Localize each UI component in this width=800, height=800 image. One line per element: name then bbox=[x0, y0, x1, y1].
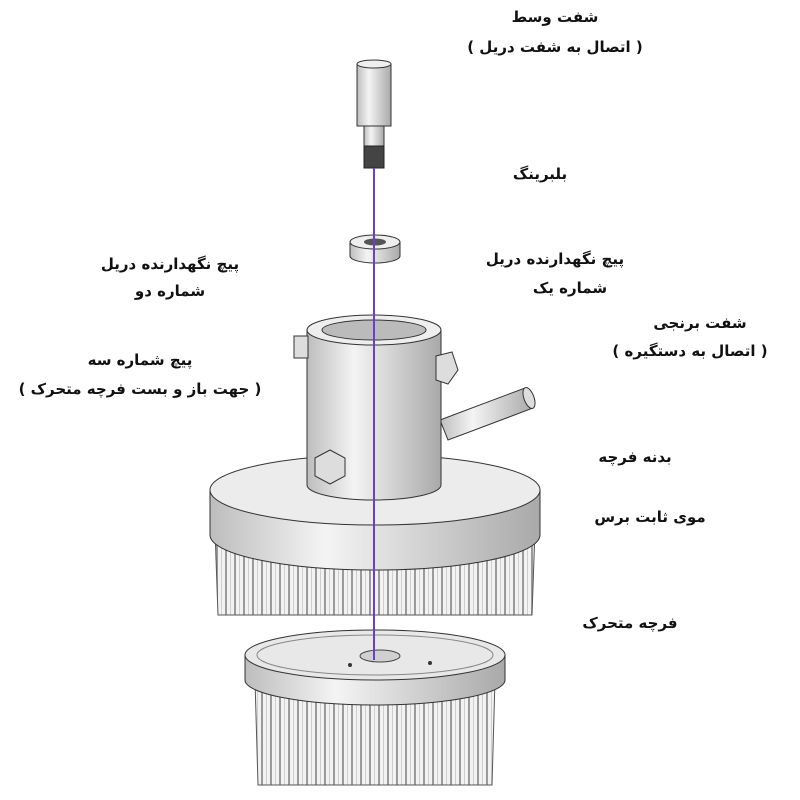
label-screw-two-title: پیچ نگهدارنده دریل bbox=[100, 255, 240, 273]
brass-shaft bbox=[439, 387, 536, 441]
screw-one bbox=[435, 351, 459, 385]
label-bearing: بلبرینگ bbox=[512, 165, 568, 183]
label-fixed-bristles: موی ثابت برس bbox=[594, 508, 706, 526]
label-screw-two-number: شماره دو bbox=[134, 282, 206, 300]
screw-two bbox=[293, 335, 309, 359]
screw-three bbox=[314, 449, 346, 485]
label-screw-one-title: پیچ نگهدارنده دریل bbox=[485, 250, 625, 268]
label-screw-one-number: شماره یک bbox=[532, 279, 608, 297]
label-brass-shaft-note: ( اتصال به دستگیره ) bbox=[612, 342, 768, 360]
label-brush-body: بدنه فرچه bbox=[598, 448, 672, 466]
label-moving-brush: فرچه متحرک bbox=[582, 614, 678, 632]
label-middle-shaft-note: ( اتصال به شفت دریل ) bbox=[467, 38, 643, 56]
label-screw-three-note: ( جهت باز و بست فرچه متحرک ) bbox=[18, 380, 262, 398]
label-screw-three: پیچ شماره سه bbox=[87, 351, 193, 369]
label-middle-shaft: شفت وسط bbox=[511, 8, 599, 26]
label-brass-shaft: شفت برنجی bbox=[653, 314, 747, 332]
middle-shaft bbox=[356, 59, 392, 169]
